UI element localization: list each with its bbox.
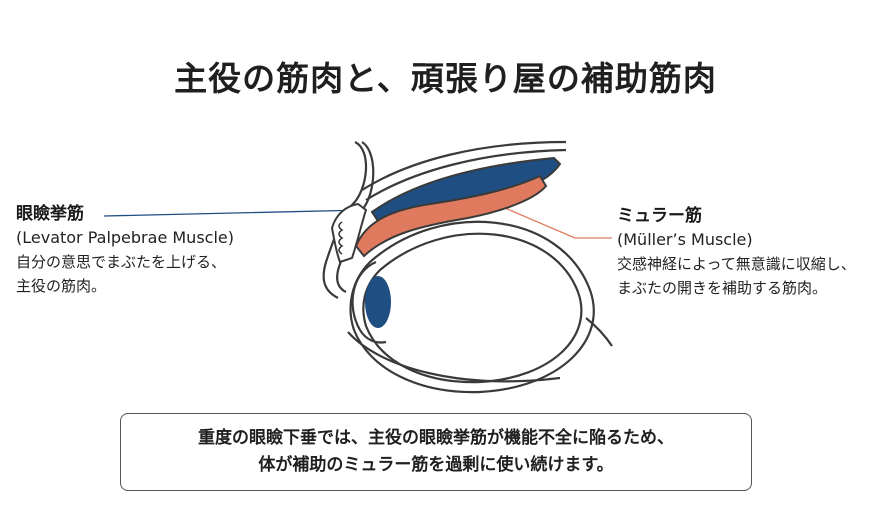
muller-description-line2: まぶたの開きを補助する筋肉。 xyxy=(617,279,828,297)
muller-label: ミュラー筋 (Müller’s Muscle) 交感神経によって無意識に収縮し、… xyxy=(617,204,887,300)
eyeball-outer xyxy=(349,220,595,394)
lower-eyelid xyxy=(347,331,561,383)
summary-note-box: 重度の眼瞼下垂では、主役の眼瞼挙筋が機能不全に陥るため、 体が補助のミュラー筋を… xyxy=(120,413,752,491)
levator-label: 眼瞼挙筋 (Levator Palpebrae Muscle) 自分の意思でまぶ… xyxy=(16,202,316,298)
levator-description-line1: 自分の意思でまぶたを上げる、 xyxy=(16,253,227,271)
levator-description-line2: 主役の筋肉。 xyxy=(16,277,107,295)
eyelid-layer-1 xyxy=(361,140,567,191)
page-title: 主役の筋肉と、頑張り屋の補助筋肉 xyxy=(174,59,717,98)
levator-leader-line xyxy=(103,209,366,217)
cornea xyxy=(351,260,387,344)
muller-leader-line xyxy=(504,207,612,239)
muller-latin-name: (Müller’s Muscle) xyxy=(617,230,753,249)
levator-name: 眼瞼挙筋 xyxy=(16,204,84,224)
levator-latin-name: (Levator Palpebrae Muscle) xyxy=(16,228,234,247)
summary-note-line2: 体が補助のミュラー筋を過剰に使い続けます。 xyxy=(258,455,614,475)
eyeball-inner xyxy=(362,232,583,384)
muller-muscle xyxy=(354,174,548,258)
eyelid-layer-2 xyxy=(365,148,567,201)
optic-nerve xyxy=(585,317,613,347)
summary-note-line1: 重度の眼瞼下垂では、主役の眼瞼挙筋が機能不全に陥るため、 xyxy=(198,428,674,448)
iris xyxy=(365,276,391,328)
muller-name: ミュラー筋 xyxy=(617,206,702,226)
muller-description-line1: 交感神経によって無意識に収縮し、 xyxy=(617,255,856,273)
tarsal-glands xyxy=(338,221,344,255)
